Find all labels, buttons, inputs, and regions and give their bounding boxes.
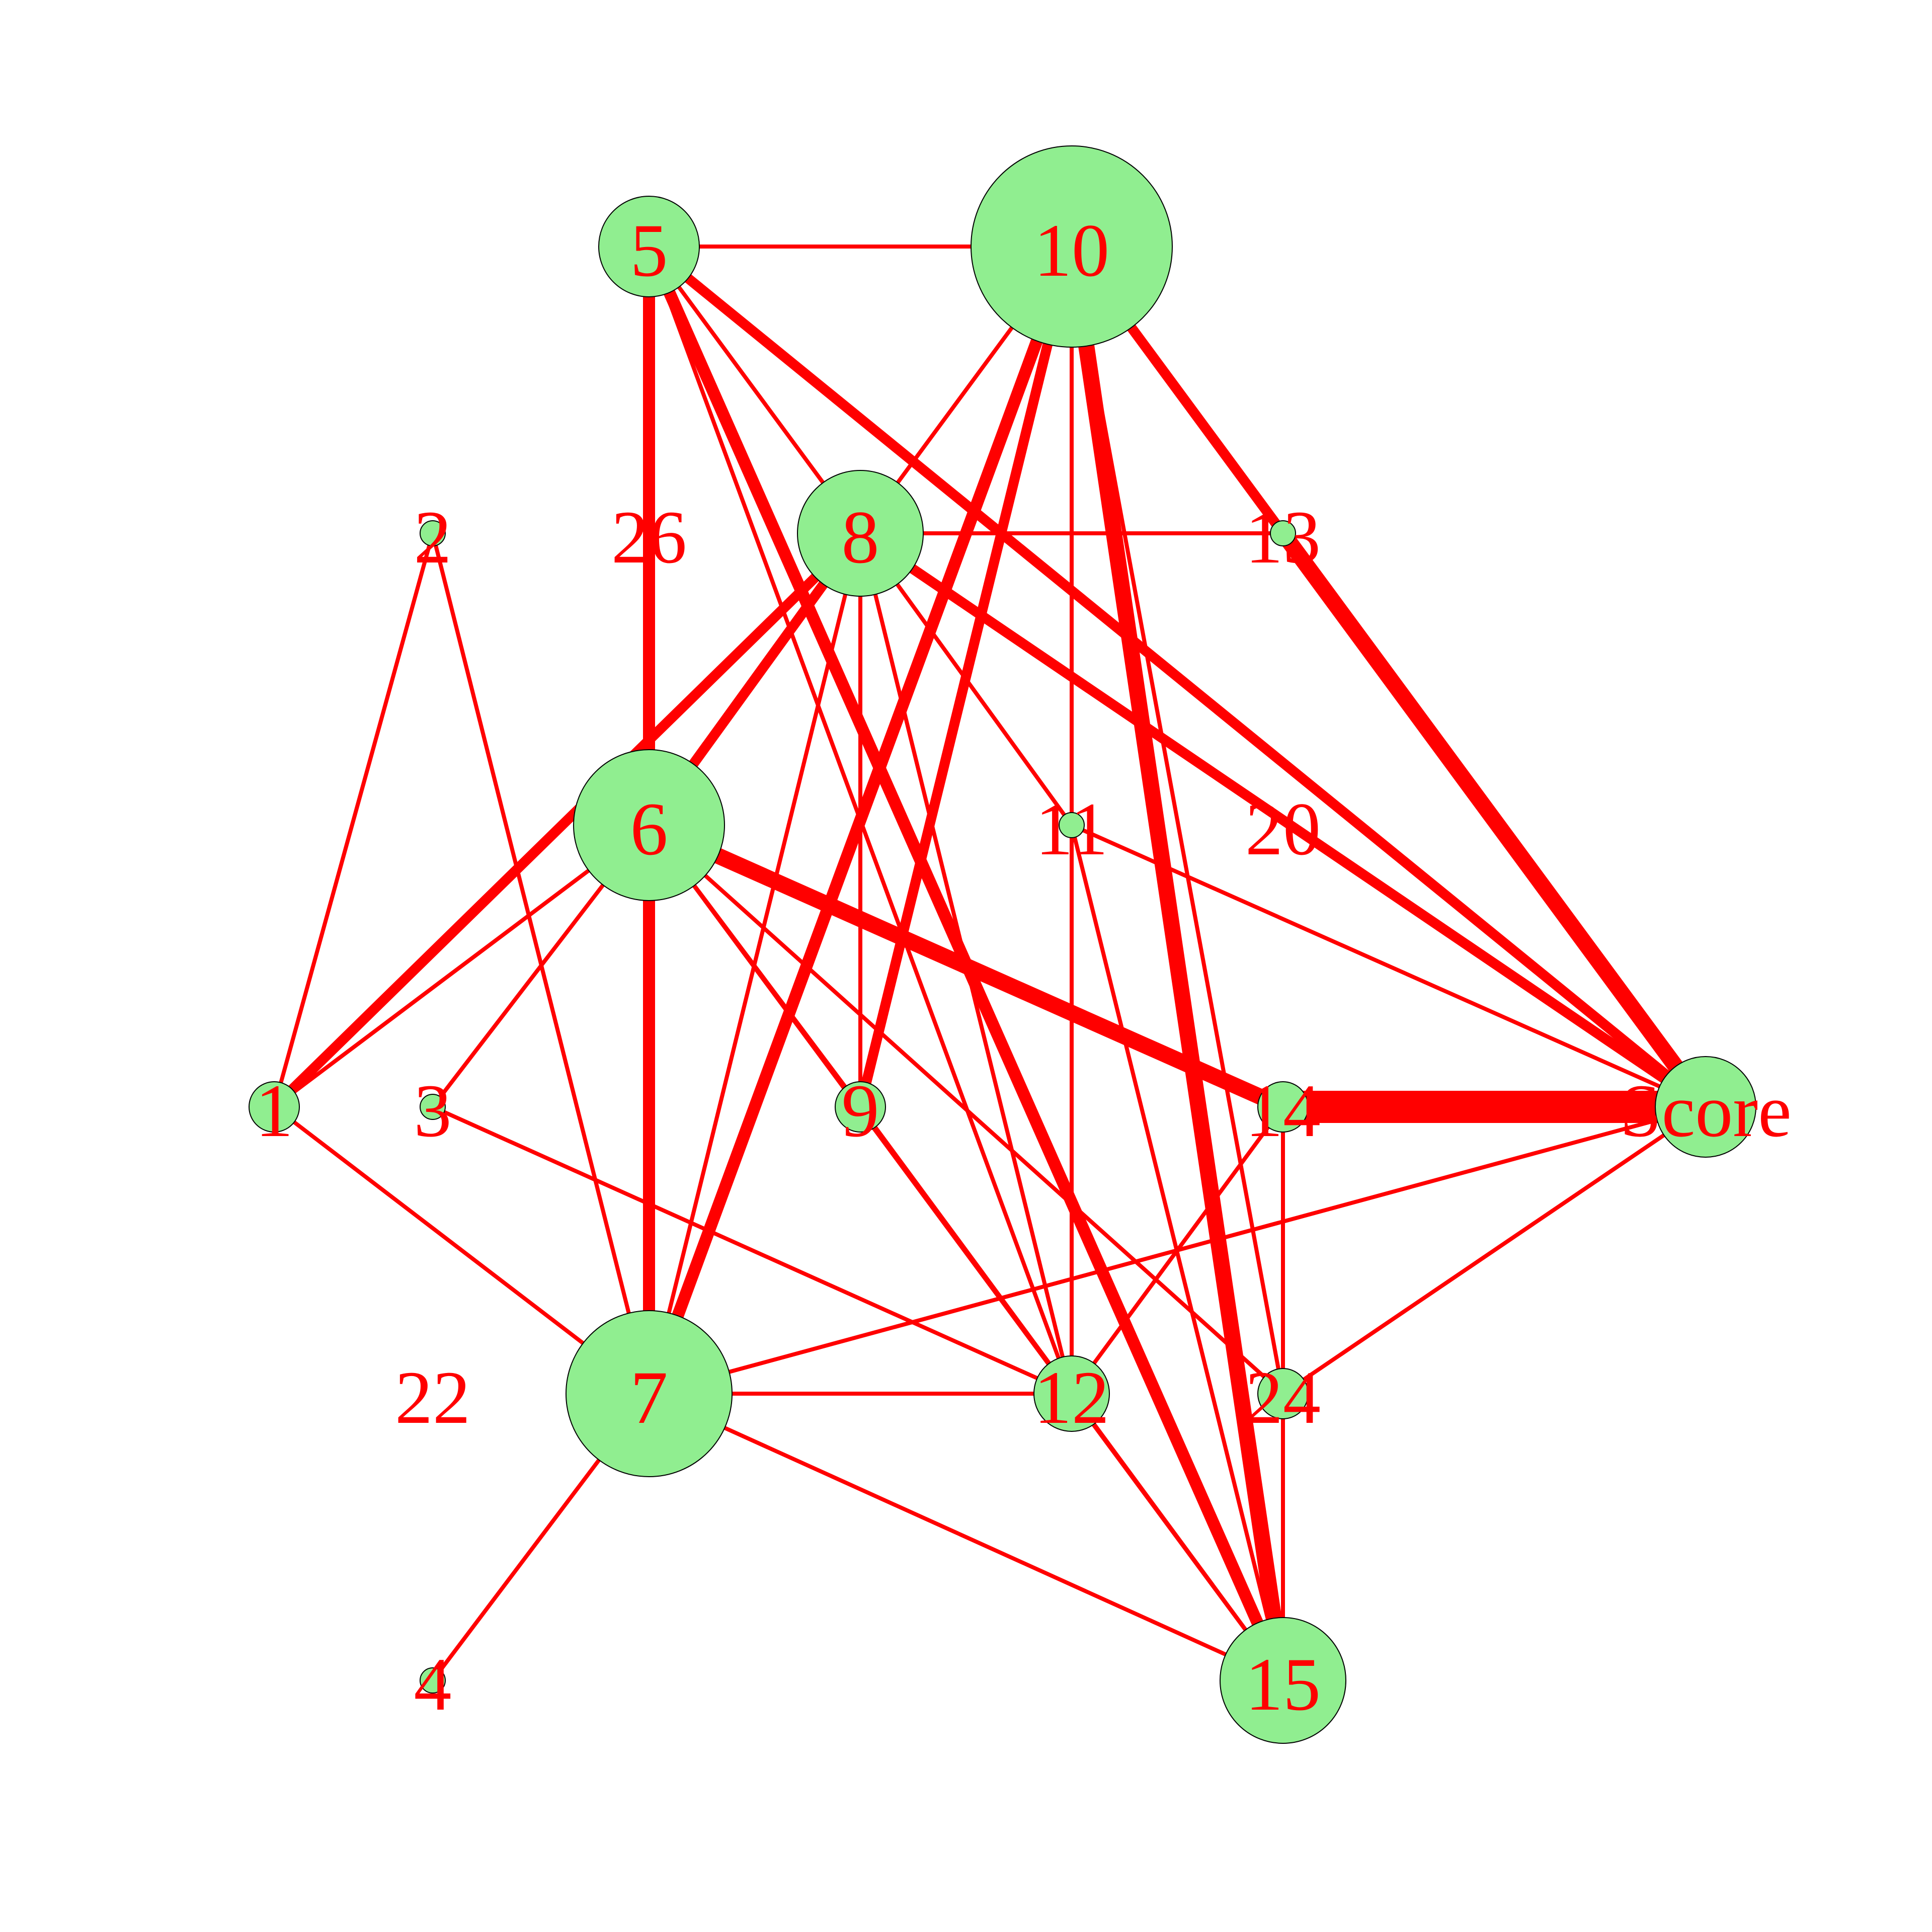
edge-3-12 [432, 1105, 1073, 1396]
node-label-14: 14 [1245, 1069, 1321, 1153]
node-9 [835, 1081, 886, 1133]
node-label-3: 3 [414, 1069, 452, 1153]
node-15 [1220, 1617, 1346, 1744]
node-1 [249, 1081, 300, 1133]
nodes-layer [249, 145, 1756, 1744]
node-label-8: 8 [842, 496, 879, 579]
node-label-26: 26 [611, 496, 687, 579]
node-12 [1033, 1355, 1110, 1432]
node-label-13: 13 [1245, 496, 1321, 579]
node-label-20: 20 [1245, 787, 1321, 871]
edge-8-1 [271, 529, 864, 1111]
node-24 [1257, 1368, 1309, 1419]
edge-6-24 [648, 824, 1284, 1395]
node-label-15: 15 [1245, 1643, 1321, 1726]
node-label-9: 9 [842, 1069, 879, 1153]
edge-Score-7 [648, 1105, 1707, 1396]
node-label-4: 4 [414, 1643, 452, 1726]
edge-2-1 [272, 532, 435, 1108]
edge-6-1 [273, 823, 651, 1109]
node-label-5: 5 [630, 209, 668, 292]
node-13 [1270, 520, 1296, 546]
node-label-10: 10 [1034, 209, 1109, 292]
node-label-11: 11 [1035, 787, 1108, 871]
edge-10-15 [1064, 245, 1291, 1682]
node-10 [971, 145, 1173, 348]
edge-10-24 [1070, 246, 1285, 1394]
node-7 [566, 1310, 733, 1477]
node-label-12: 12 [1034, 1356, 1109, 1439]
edge-Score-24 [1281, 1105, 1707, 1396]
edge-13-Score [1276, 528, 1712, 1112]
node-5 [598, 196, 700, 297]
node-label-2: 2 [414, 496, 452, 579]
node-label-6: 6 [630, 787, 668, 871]
edge-8-Score [857, 529, 1709, 1111]
edge-7-15 [648, 1392, 1284, 1682]
edge-9-12 [858, 1105, 1074, 1395]
node-label-22: 22 [395, 1356, 470, 1439]
node-3 [420, 1094, 446, 1120]
edge-5-Score [646, 243, 1709, 1111]
node-label-24: 24 [1245, 1356, 1321, 1439]
node-score [1655, 1056, 1756, 1158]
edge-6-14 [646, 818, 1286, 1114]
edge-11-Score [1071, 823, 1707, 1109]
node-14 [1257, 1081, 1309, 1133]
node-4 [420, 1667, 446, 1694]
node-2 [420, 520, 446, 546]
node-label-7: 7 [630, 1356, 668, 1439]
node-6 [573, 749, 725, 901]
node-label-1: 1 [256, 1069, 293, 1153]
node-8 [797, 470, 924, 597]
node-label-score: Score [1620, 1069, 1792, 1153]
edges-layer [271, 243, 1712, 1683]
node-11 [1059, 812, 1085, 838]
